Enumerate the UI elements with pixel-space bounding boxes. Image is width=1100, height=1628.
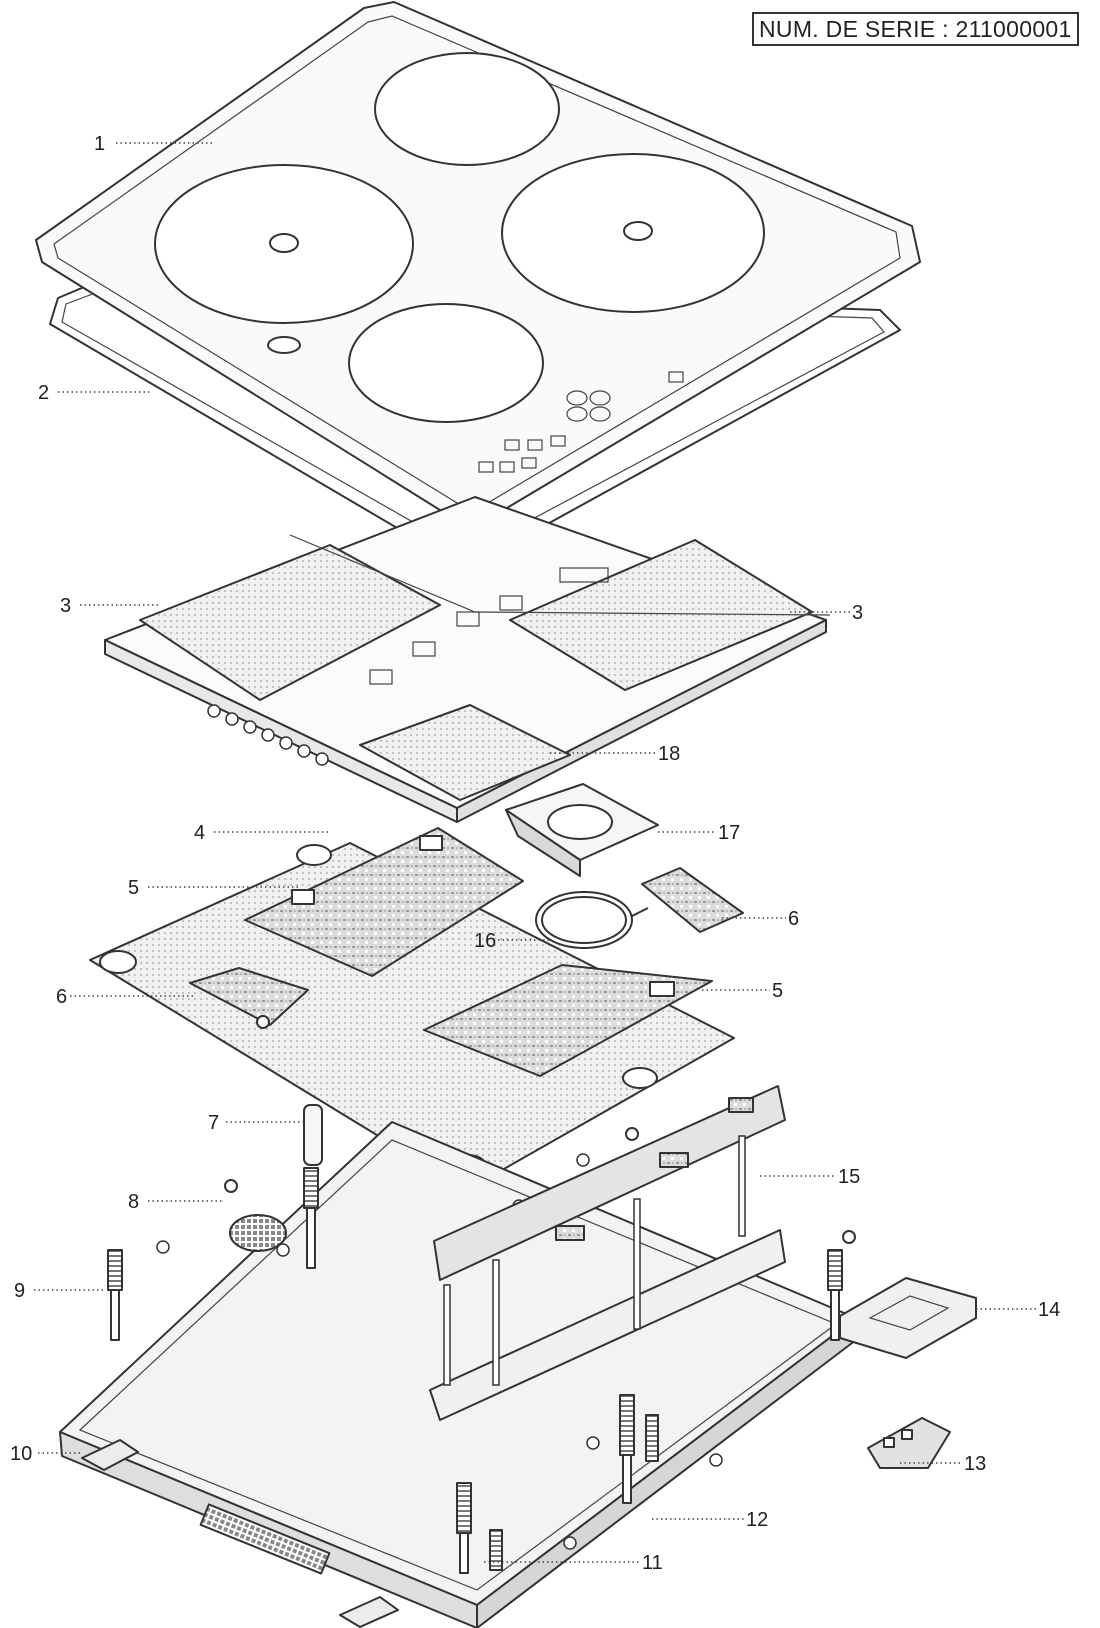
callout-labels: 1 2 3 3 18 4 17 5 6 16 6 5 7 8 15 9 14 1… — [10, 133, 1060, 1574]
callout-16: 16 — [474, 930, 496, 952]
part-5-power-board-upper — [244, 827, 524, 977]
part-9-screw-post-center — [303, 1167, 319, 1269]
callout-11: 11 — [642, 1552, 663, 1574]
part-10-clips — [81, 1439, 399, 1628]
part-6-filter-board-left — [189, 967, 309, 1029]
callout-6-right: 6 — [788, 908, 799, 930]
part-15-control-board — [429, 1085, 786, 1421]
callout-12: 12 — [746, 1509, 768, 1531]
part-17-fan — [505, 783, 659, 877]
callout-10: 10 — [10, 1443, 32, 1465]
part-8-nut — [224, 1127, 856, 1244]
part-5-power-board-lower — [423, 964, 713, 1077]
part-6-filter-board-right — [641, 867, 744, 933]
callout-18: 18 — [658, 743, 680, 765]
part-12-base-pan — [59, 1121, 857, 1628]
callout-8: 8 — [128, 1191, 139, 1213]
callout-5: 5 — [128, 877, 139, 899]
callout-17: 17 — [718, 822, 740, 844]
part-11-screws — [456, 1249, 843, 1574]
callout-5-right: 5 — [772, 980, 783, 1002]
part-3-coil-tray — [104, 496, 831, 823]
callout-3-right: 3 — [852, 602, 863, 624]
serial-number-label: NUM. DE SERIE : 211000001 — [752, 12, 1079, 46]
callout-7: 7 — [208, 1112, 219, 1134]
part-16-coil-ring — [535, 891, 649, 949]
part-14-bracket — [839, 1277, 977, 1359]
callout-3: 3 — [60, 595, 71, 617]
part-7-spacer — [303, 1104, 323, 1166]
leader-lines — [34, 142, 1036, 1563]
part-9-screw-post — [107, 1249, 123, 1341]
callout-4: 4 — [194, 822, 205, 844]
callout-13: 13 — [964, 1453, 986, 1475]
part-1-glass-top — [35, 1, 921, 521]
callout-9: 9 — [14, 1280, 25, 1302]
callout-6-left: 6 — [56, 986, 67, 1008]
callout-14: 14 — [1038, 1299, 1060, 1321]
callout-2: 2 — [38, 382, 49, 404]
callout-15: 15 — [838, 1166, 860, 1188]
part-13-terminal-block — [867, 1417, 951, 1469]
callout-1: 1 — [94, 133, 105, 155]
